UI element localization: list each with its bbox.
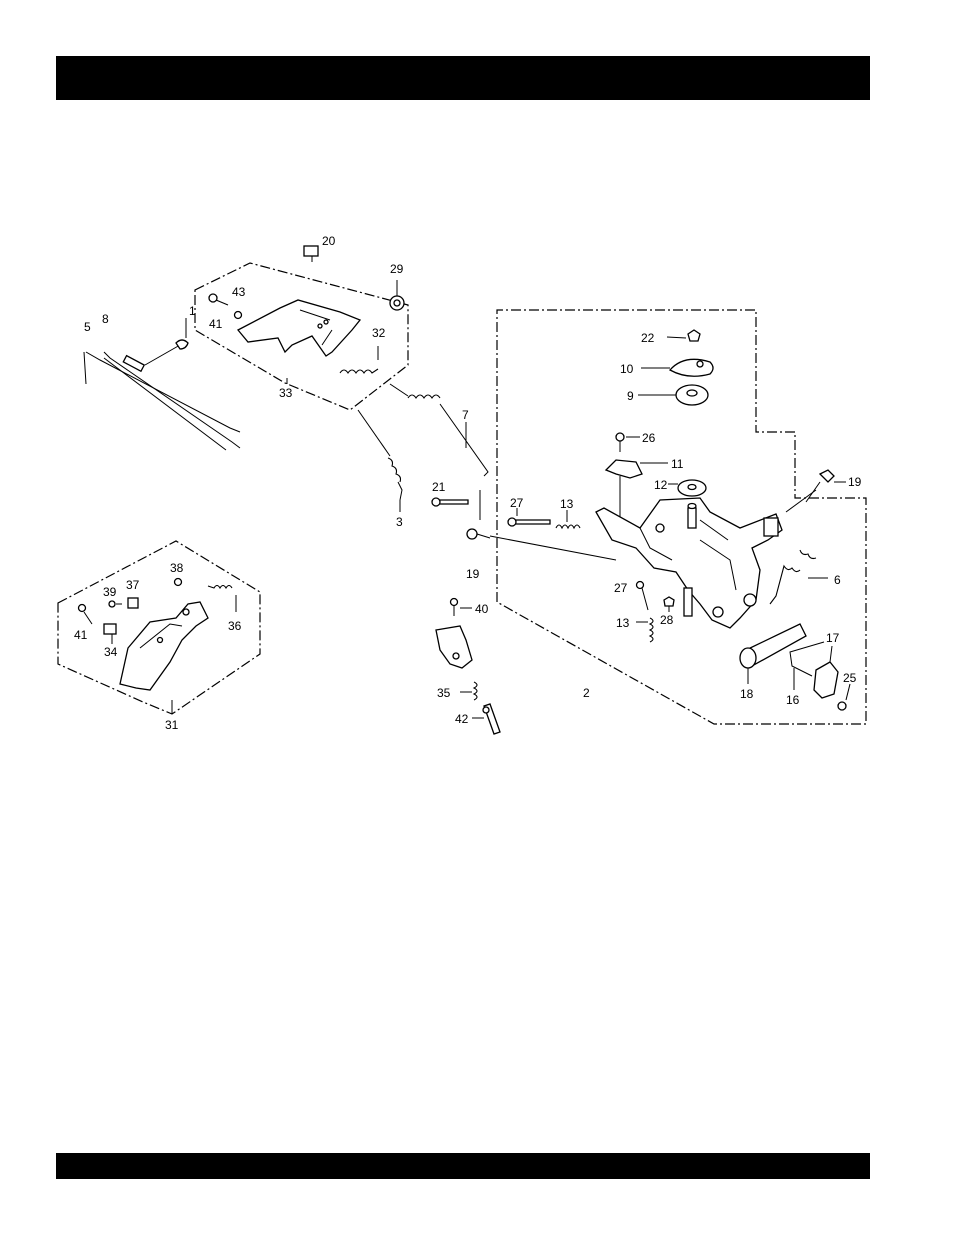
bracket-lower [436,626,472,668]
pin-21 [436,500,468,504]
spring-32 [340,369,378,373]
callout-26: 26 [642,431,656,445]
lever-31 [120,602,208,690]
callout-40: 40 [475,602,489,616]
screw-26 [616,433,624,441]
callout-39: 39 [103,585,117,599]
callout-5: 5 [84,320,91,334]
bolt-19-right [820,470,834,482]
lever-10 [670,359,713,376]
callout-33: 33 [279,386,293,400]
nut-43-top [235,312,242,319]
spring-7 [390,384,408,396]
bolt-27-upper [512,520,550,524]
bolt-41-top [209,294,217,302]
screw-25 [838,702,846,710]
callout-1: 1 [189,304,196,318]
nut-28 [664,597,674,606]
rod-5 [84,352,240,432]
bolt-40 [451,599,458,606]
callout-34: 34 [104,645,118,659]
callout-6: 6 [834,573,841,587]
footer-bar [56,1153,870,1179]
callout-20: 20 [322,234,336,248]
callout-37: 37 [126,578,140,592]
spring-3 [358,410,390,456]
callout-42: 42 [455,712,469,726]
callout-22: 22 [641,331,655,345]
bolt-27-lower [637,582,644,589]
callout-27a: 27 [510,496,524,510]
part-20 [304,246,318,256]
bolt-19-left [467,529,477,539]
callout-35: 35 [437,686,451,700]
callout-2: 2 [583,686,590,700]
callout-28: 28 [660,613,674,627]
callout-21: 21 [432,480,446,494]
callout-3: 3 [396,515,403,529]
callout-36: 36 [228,619,242,633]
spring-13-lower [650,618,653,642]
spring-35 [474,682,477,700]
callout-41b: 41 [74,628,88,642]
callout-29: 29 [390,262,404,276]
callout-19b: 19 [848,475,862,489]
callout-10: 10 [620,362,634,376]
callout-11: 11 [671,457,684,471]
callout-16: 16 [786,693,800,707]
callout-18: 18 [740,687,754,701]
part-1 [176,340,188,349]
callout-12: 12 [654,478,668,492]
callout-8: 8 [102,312,109,326]
washer-38 [175,579,182,586]
callout-13a: 13 [560,497,574,511]
nut-22 [688,330,700,341]
callout-17: 17 [826,631,840,645]
bracket-33 [238,300,360,356]
rod-8 [104,352,240,450]
callout-31: 31 [165,718,179,732]
block-34 [104,624,116,634]
callout-32: 32 [372,326,386,340]
callout-43: 43 [232,285,246,299]
callout-9: 9 [627,389,634,403]
spring-36 [208,586,232,589]
clip-11 [606,460,642,478]
callout-19a: 19 [466,567,480,581]
bolt-41-left [79,605,86,612]
callout-7: 7 [462,408,469,422]
holder-17 [814,662,838,698]
callout-13b: 13 [616,616,630,630]
spring-13-upper [556,525,580,528]
spring-6 [770,550,816,604]
callout-25: 25 [843,671,857,685]
callout-41a: 41 [209,317,223,331]
washer-39 [109,601,115,607]
callout-38: 38 [170,561,184,575]
nut-37 [128,598,138,608]
callout-27b: 27 [614,581,628,595]
